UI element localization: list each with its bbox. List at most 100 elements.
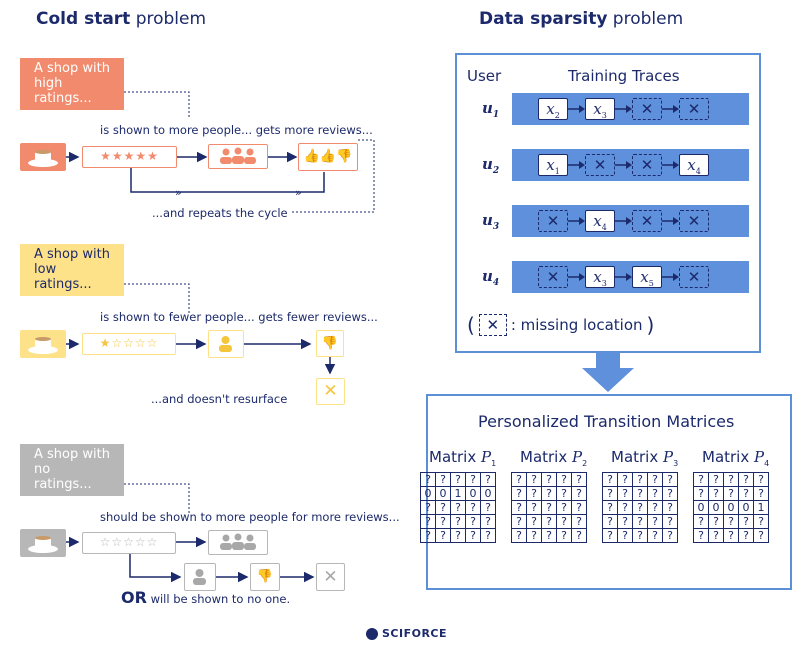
missing-location-icon: ✕: [632, 98, 662, 120]
high-cycle-text: ...and repeats the cycle: [152, 206, 288, 220]
matrix-cell: ?: [753, 472, 769, 487]
matrix-cell: ?: [541, 500, 557, 515]
high-caption: is shown to more people... gets more rev…: [100, 123, 373, 137]
matrix-cell: ?: [708, 528, 724, 543]
location-cell: x4: [679, 154, 709, 176]
location-cell: x3: [585, 266, 615, 288]
none-or-text: OR will be shown to no one.: [121, 588, 291, 607]
matrix-cell: ?: [662, 528, 678, 543]
matrix-cell: ?: [708, 514, 724, 529]
matrix-cell: ?: [647, 514, 663, 529]
matrix-cell: ?: [571, 486, 587, 501]
missing-location-icon: ✕: [538, 266, 568, 288]
matrix-cell: ?: [662, 500, 678, 515]
matrices-title: Personalized Transition Matrices: [478, 412, 735, 431]
matrix-row: ?????: [420, 528, 496, 543]
user-label: u1: [482, 99, 500, 120]
coffee-cup-icon: [20, 529, 66, 557]
matrix-cell: ?: [556, 514, 572, 529]
matrix-cell: ?: [480, 500, 496, 515]
brand-mark-icon: [366, 627, 378, 640]
matrix-cell: ?: [647, 500, 663, 515]
low-caption: is shown to fewer people... gets fewer r…: [100, 310, 378, 324]
crowd-icon: [208, 144, 268, 169]
zero-star-rating-icon: ☆☆☆☆☆: [82, 532, 176, 554]
matrix-cell: 0: [693, 500, 709, 515]
matrix-cell: ?: [435, 500, 451, 515]
trace-row: ✕x4✕✕: [512, 205, 749, 237]
matrix-cell: ?: [738, 528, 754, 543]
matrix-cell: ?: [556, 500, 572, 515]
high-ratings-callout: A shop with high ratings...: [20, 58, 124, 110]
matrix-row: ?????: [420, 514, 496, 529]
matrix-row: ?????: [511, 514, 587, 529]
matrix-row: ?????: [693, 486, 769, 501]
matrix-cell: ?: [420, 528, 436, 543]
svg-text:»: »: [175, 186, 182, 199]
missing-location-icon: ✕: [538, 210, 568, 232]
trace-arrows: [568, 161, 679, 169]
matrix-cell: ?: [450, 472, 466, 487]
matrix-cell: ?: [556, 486, 572, 501]
matrix-row: ?????: [511, 472, 587, 487]
matrix-row: ?????: [420, 500, 496, 515]
matrix-cell: ?: [693, 528, 709, 543]
matrix-cell: ?: [602, 472, 618, 487]
matrix-cell: ?: [450, 500, 466, 515]
matrix-cell: ?: [693, 514, 709, 529]
none-caption: should be shown to more people for more …: [100, 510, 400, 524]
matrix-cell: ?: [571, 514, 587, 529]
matrix-cell: ?: [465, 500, 481, 515]
matrix-row: ?????: [602, 472, 678, 487]
missing-location-icon: ✕: [632, 210, 662, 232]
missing-location-icon: ✕: [585, 154, 615, 176]
matrix-cell: ?: [541, 528, 557, 543]
low-ratings-callout: A shop with low ratings...: [20, 244, 124, 296]
matrix-cell: ?: [526, 514, 542, 529]
missing-location-icon: ✕: [679, 210, 709, 232]
matrix-cell: ?: [632, 472, 648, 487]
matrix-cell: ?: [723, 472, 739, 487]
person-icon: [208, 330, 244, 358]
matrix-cell: ?: [526, 500, 542, 515]
matrix-row: ?????: [511, 500, 587, 515]
matrix-cell: ?: [571, 472, 587, 487]
user-label: u4: [482, 267, 500, 288]
matrix-row: ?????: [693, 514, 769, 529]
matrix-cell: ?: [526, 472, 542, 487]
matrix-row: ?????: [693, 472, 769, 487]
matrix-cell: 0: [420, 486, 436, 501]
matrix-row: ?????: [602, 528, 678, 543]
coffee-cup-icon: [20, 143, 66, 171]
down-arrow-icon: [582, 352, 634, 392]
svg-text:»: »: [295, 186, 302, 199]
location-cell: x1: [538, 154, 568, 176]
crowd-icon: [208, 530, 268, 555]
matrix-cell: ?: [435, 528, 451, 543]
matrix-cell: ?: [753, 528, 769, 543]
matrix-cell: ?: [435, 472, 451, 487]
matrix-cell: ?: [435, 514, 451, 529]
matrix-cell: ?: [480, 472, 496, 487]
matrix-cell: ?: [420, 514, 436, 529]
matrix-cell: ?: [693, 472, 709, 487]
matrix-row: ?????: [602, 486, 678, 501]
matrix-cell: ?: [571, 528, 587, 543]
matrix-cell: ?: [420, 500, 436, 515]
matrix-cell: ?: [662, 486, 678, 501]
matrix-cell: ?: [617, 472, 633, 487]
transition-matrix: ?????????????????????????: [602, 472, 678, 543]
matrix-cell: ?: [738, 472, 754, 487]
thumbs-down-icon: 👎: [316, 330, 344, 357]
matrix-cell: ?: [708, 486, 724, 501]
missing-location-icon: ✕: [679, 266, 709, 288]
trace-arrows: [568, 217, 679, 225]
matrix-cell: 0: [480, 486, 496, 501]
matrix-row: ?????: [602, 500, 678, 515]
user-label: u3: [482, 211, 500, 232]
coffee-cup-icon: [20, 330, 66, 358]
